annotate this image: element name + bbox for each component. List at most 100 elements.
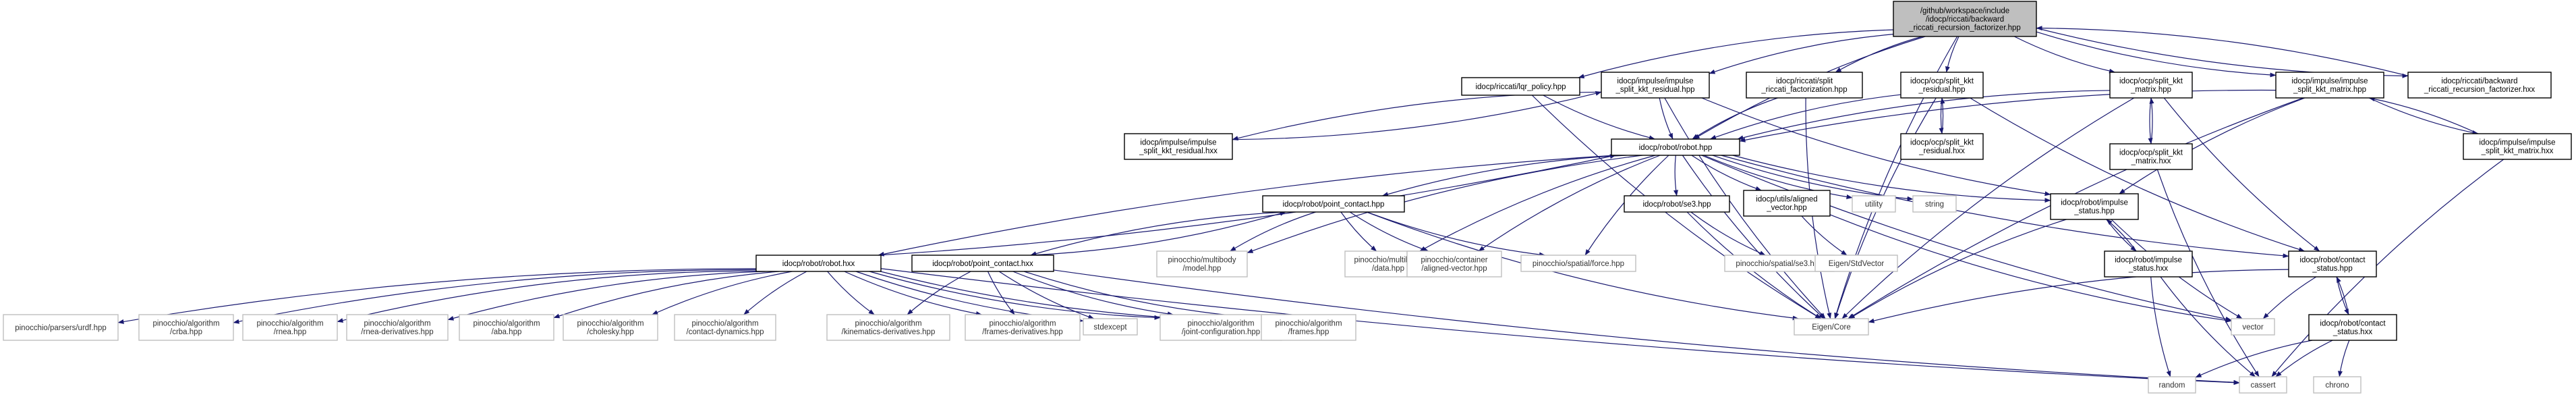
edge-line [878, 154, 1616, 256]
node-box [1520, 255, 1636, 272]
node-point-contact-hxx[interactable]: idocp/robot/point_contact.hxx [911, 255, 1054, 272]
edge-robot_hxx-to-cassert [880, 268, 2240, 386]
node-pin-crba: pinocchio/algorithm/crba.hpp [138, 314, 234, 341]
node-utility: utility [1852, 195, 1896, 213]
node-impulse-status-hpp[interactable]: idocp/robot/impulse_status.hpp [2050, 193, 2139, 220]
edge-split_riccati_fact-to-robot_hpp [1692, 97, 1778, 140]
edge-root-to-imp_split_kkt_residual_hpp [1709, 34, 1894, 74]
node-robot-hpp[interactable]: idocp/robot/robot.hpp [1611, 138, 1740, 156]
edge-imp_split_kkt_residual_hpp-to-robot_hpp [1659, 97, 1673, 140]
edge-line [1710, 94, 1901, 140]
edge-line [1030, 211, 1286, 256]
node-contact-status-hxx[interactable]: idocp/robot/contact_status.hxx [2308, 314, 2397, 341]
node-label-line: vector [2242, 323, 2263, 332]
edge-imp_split_kkt_residual_hpp-to-eigen_core [1664, 97, 1826, 319]
edge-lqr_policy-to-robot_hpp [1543, 95, 1655, 140]
node-pin-frames-deriv: pinocchio/algorithm/frames-derivatives.h… [965, 314, 1081, 341]
node-imp-split-kkt-residual-hpp[interactable]: idocp/impulse/impulse_split_kkt_residual… [1601, 72, 1710, 99]
node-label-line: string [1925, 201, 1944, 209]
node-label-line: cassert [2250, 381, 2276, 390]
node-box [3, 314, 119, 341]
node-ocp-split-kkt-matrix-hpp[interactable]: idocp/ocp/split_kkt_matrix.hpp [2109, 72, 2193, 99]
node-se3-hpp[interactable]: idocp/robot/se3.hpp [1624, 195, 1730, 213]
node-label-line: _split_kkt_residual.hpp [1615, 86, 1695, 94]
edge-contact_status_hpp-to-vector [2262, 276, 2317, 319]
edge-line [1682, 155, 1825, 319]
node-impulse-status-hxx[interactable]: idocp/robot/impulse_status.hxx [2104, 250, 2193, 277]
node-label-line: idocp/riccati/lqr_policy.hpp [1475, 83, 1566, 91]
edge-line [337, 270, 757, 323]
node-box [755, 255, 882, 272]
node-label-line: /frames-derivatives.hpp [982, 328, 1063, 336]
node-label-line: /idocp/riccati/backward [1926, 16, 2004, 24]
edge-robot_hxx-to-pin_crba [233, 269, 757, 324]
node-box [1852, 195, 1896, 213]
edge-line [447, 271, 766, 321]
edge-root-to-ocp_split_kkt_matrix_hpp [2013, 36, 2115, 74]
edge-contact_status_hxx-to-chrono [2338, 340, 2350, 377]
edge-line [1659, 97, 1673, 140]
edge-line [1940, 97, 1945, 134]
node-box [2463, 133, 2572, 160]
node-label-line: pinocchio/container [1421, 257, 1487, 265]
edge-line [1701, 155, 2232, 321]
node-label-line: _residual.hxx [1918, 147, 1965, 155]
node-root[interactable]: /github/workspace/include/idocp/riccati/… [1893, 1, 2037, 37]
node-backward-fact-hxx[interactable]: idocp/riccati/backward_riccati_recursion… [2407, 72, 2552, 99]
node-aligned-vector[interactable]: idocp/utils/aligned_vector.hpp [1743, 190, 1831, 217]
node-imp-split-kkt-matrix-hxx[interactable]: idocp/impulse/impulse_split_kkt_matrix.h… [2463, 133, 2572, 160]
edge-root-to-backward_fact_hxx [2036, 28, 2409, 78]
node-ocp-split-kkt-matrix-hxx[interactable]: idocp/ocp/split_kkt_matrix.hxx [2109, 143, 2193, 170]
node-label-line: idocp/ocp/split_kkt [2119, 78, 2183, 86]
node-lqr-policy[interactable]: idocp/riccati/lqr_policy.hpp [1461, 77, 1580, 96]
node-label-line: pinocchio/algorithm [256, 320, 323, 328]
edge-point_contact_hpp-to-pin_data [1340, 211, 1377, 252]
node-box [2313, 376, 2362, 394]
node-box [138, 314, 234, 341]
node-label-line: pinocchio/spatial/se3.hpp [1736, 260, 1823, 268]
node-box [2275, 72, 2384, 99]
node-imp-split-kkt-matrix-hpp[interactable]: idocp/impulse/impulse_split_kkt_matrix.h… [2275, 72, 2384, 99]
node-robot-hxx[interactable]: idocp/robot/robot.hxx [755, 255, 882, 272]
node-ocp-split-kkt-residual-hxx[interactable]: idocp/ocp/split_kkt_residual.hxx [1900, 133, 1984, 160]
edge-robot_hpp-to-aligned_vector [1691, 155, 1762, 191]
node-imp-split-kkt-residual-hxx[interactable]: idocp/impulse/impulse_split_kkt_residual… [1124, 133, 1233, 160]
edge-lqr_policy-to-eigen_core [1531, 95, 1821, 319]
node-label-line: _riccati_recursion_factorizer.hpp [1908, 24, 2021, 32]
edge-line [1349, 211, 1429, 252]
node-point-contact-hpp[interactable]: idocp/robot/point_contact.hpp [1262, 195, 1405, 213]
edge-ocp_split_kkt_matrix_hxx-to-ocp_split_kkt_matrix_hpp [2149, 97, 2154, 144]
node-box [1624, 195, 1730, 213]
edge-contact_status_hxx-to-contact_status_hpp [2336, 276, 2349, 315]
edge-line [1232, 90, 1602, 140]
edge-line [2336, 276, 2349, 315]
node-contact-status-hpp[interactable]: idocp/robot/contact_status.hpp [2288, 250, 2377, 277]
node-label-line: idocp/robot/contact [2320, 320, 2386, 328]
node-random: random [2148, 376, 2196, 394]
edge-point_contact_hxx-to-pin_frames_deriv [987, 271, 1015, 315]
node-ocp-split-kkt-residual-hpp[interactable]: idocp/ocp/split_kkt_residual.hpp [1900, 72, 1984, 99]
node-box [1743, 190, 1831, 217]
edge-contact_status_hpp-to-eigen_core [1868, 269, 2289, 323]
edge-line [2336, 276, 2349, 315]
node-box [2050, 193, 2139, 220]
node-label-line: idocp/ocp/split_kkt [1910, 78, 1974, 86]
edge-imp_split_kkt_matrix_hpp-to-impulse_status_hpp [2119, 97, 2306, 194]
node-box [1262, 195, 1405, 213]
node-box [242, 314, 338, 341]
edge-ocp_split_kkt_matrix_hpp-to-ocp_split_kkt_matrix_hxx [2148, 97, 2153, 144]
node-label-line: pinocchio/algorithm [989, 320, 1056, 328]
edge-robot_hpp-to-pin_data [1419, 155, 1656, 252]
edge-point_contact_hxx-to-stdexcept [998, 271, 1095, 319]
edge-line [1691, 155, 1762, 191]
node-label-line: _status.hpp [2073, 207, 2114, 215]
node-label-line: utility [1865, 201, 1883, 209]
edge-line [2338, 340, 2350, 377]
edge-ocp_split_kkt_matrix_hpp-to-robot_hpp [1737, 90, 2111, 140]
edge-line [1381, 155, 1627, 196]
edge-line [2275, 340, 2333, 377]
node-pin-cholesky: pinocchio/algorithm/cholesky.hpp [563, 314, 658, 341]
node-box [2148, 376, 2196, 394]
node-split-riccati-fact[interactable]: idocp/riccati/split_riccati_factorizatio… [1746, 72, 1863, 99]
edge-point_contact_hpp-to-eigen_core [1366, 211, 1799, 321]
